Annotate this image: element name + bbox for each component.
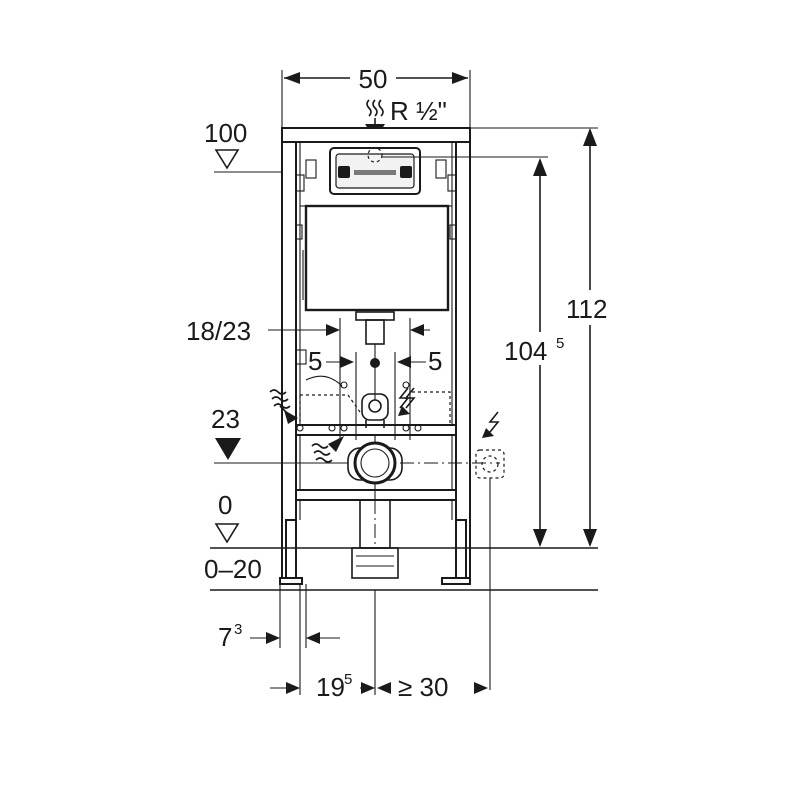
flush-plate-icon: [305, 147, 447, 195]
level-100-marker: 100: [204, 118, 282, 173]
height-dimensions: 104 5 112: [470, 127, 607, 547]
flush-pipe: [355, 311, 395, 400]
connection-label: R ½": [390, 96, 447, 126]
offset-dimensions: 5 5: [308, 346, 442, 440]
level-23-marker: 23: [211, 404, 500, 464]
cistern: [300, 204, 452, 312]
outlet-spacing-label: 18/23: [186, 316, 251, 346]
electrical-distance-label: ≥ 30: [398, 672, 448, 702]
foot-offset-label: 7: [218, 622, 232, 652]
level-top-label: 100: [204, 118, 247, 148]
offset-left-label: 5: [308, 346, 322, 376]
floor-lines: [210, 547, 598, 591]
drain-water-icon: [311, 436, 344, 463]
drain-offset-sup: 5: [344, 671, 352, 688]
pan-connection: [296, 375, 451, 432]
tank-height-sup: 5: [556, 335, 564, 352]
floor-range-label: 0–20: [204, 554, 262, 584]
tank-height-label: 104: [504, 336, 547, 366]
electrical-box: [475, 411, 505, 690]
foot-offset-sup: 3: [234, 621, 242, 638]
bottom-dimensions: 7 3 19 5 ≥ 30: [218, 584, 488, 702]
drain-connection: [347, 436, 403, 579]
level-floor-label: 0: [218, 490, 232, 520]
water-connection-icon: [269, 389, 298, 424]
outlet-spacing-dimension: 18/23: [186, 316, 430, 440]
installation-frame: [279, 127, 471, 585]
level-0-marker: 0 0–20: [204, 490, 262, 584]
drain-offset-label: 19: [316, 672, 345, 702]
level-outlet-label: 23: [211, 404, 240, 434]
offset-right-label: 5: [428, 346, 442, 376]
electrical-connection-icon: [398, 387, 416, 416]
total-height-label: 112: [566, 294, 607, 324]
width-label: 50: [359, 64, 388, 94]
width-dimension: 50: [281, 64, 471, 128]
